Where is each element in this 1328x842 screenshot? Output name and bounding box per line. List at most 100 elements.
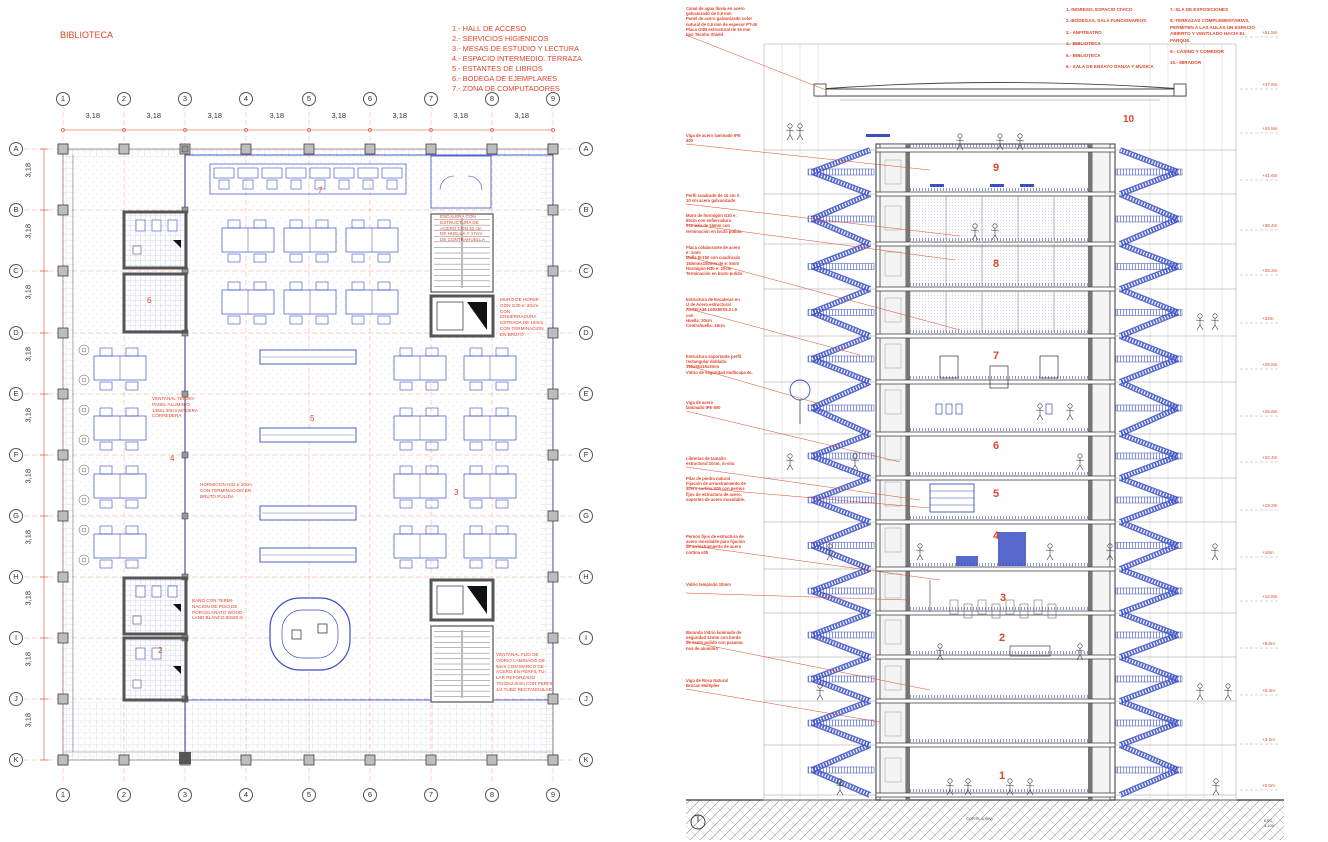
stair-flight	[810, 742, 872, 773]
stair-treads	[1119, 699, 1179, 725]
structural-column	[57, 449, 69, 461]
stair-treads	[1119, 242, 1179, 269]
section-legend-item: 1.-INGRESO, ESPACIO CIVICO	[1066, 7, 1133, 12]
human-figure-body	[825, 548, 835, 561]
door-swing	[439, 175, 455, 191]
stair-treads	[1119, 633, 1179, 659]
human-figure	[997, 133, 1003, 139]
shaft-door	[884, 527, 902, 553]
sculpture	[945, 403, 953, 415]
axis-bubble-row: B	[579, 203, 593, 217]
shaft-door	[884, 711, 902, 737]
chair	[351, 219, 365, 229]
chair	[425, 525, 439, 535]
section-note: Baranda Vidrio laminado de seguridad 12m…	[686, 630, 744, 651]
structural-column	[57, 632, 69, 644]
amphitheater-seat	[977, 599, 987, 615]
level-label: +19.2m	[1262, 503, 1278, 508]
leader-line	[685, 592, 909, 601]
chair	[290, 179, 302, 190]
stair-flight	[810, 405, 872, 437]
lounge-seating-inner	[281, 609, 339, 659]
chair	[495, 465, 509, 475]
plant-icon-core	[81, 497, 87, 503]
floor-number-label: 4	[993, 530, 1000, 542]
stair-landing	[807, 215, 875, 223]
floor-slab	[875, 431, 1116, 437]
stair-treads	[1119, 498, 1179, 524]
level-label: +22.4m	[1262, 455, 1278, 460]
amphitheater-seat	[1047, 603, 1057, 619]
structural-column	[486, 754, 498, 766]
level-label: +44.8m	[1262, 126, 1278, 131]
chair	[495, 525, 509, 535]
chair	[227, 315, 241, 325]
perforated-panel	[910, 244, 1088, 286]
level-label: +51.5m	[1262, 30, 1278, 35]
stair-flight	[1118, 742, 1180, 773]
note-ventanal-fijo: VENTANAL FIJO DE VIDRIO LAMINADO DE 6mm …	[496, 652, 554, 692]
section-note: Viga de acero laminado IPE 600	[686, 400, 721, 411]
chair	[351, 315, 365, 325]
plant-icon-core	[81, 377, 87, 383]
stair-treads	[811, 721, 871, 747]
shaft-door	[884, 251, 902, 277]
stair-treads	[1119, 264, 1179, 291]
dimension-tick	[244, 128, 248, 132]
perforated-panel	[910, 196, 1088, 240]
plant-icon	[78, 434, 90, 446]
human-figure	[1037, 403, 1043, 409]
plant-icon	[78, 404, 90, 416]
structural-column	[547, 693, 559, 705]
chair	[289, 315, 303, 325]
axis-bubble-row: K	[579, 753, 593, 767]
structural-column	[118, 754, 130, 766]
computer-desk	[261, 167, 283, 179]
level-label: +12.8m	[1262, 594, 1278, 599]
shaft-door	[884, 389, 902, 415]
perforated-panel	[910, 291, 1088, 332]
human-figure-body	[1195, 688, 1205, 701]
human-figure	[1212, 543, 1218, 549]
axis-bubble-row: D	[579, 326, 593, 340]
section-legend-item: 8.-TERRAZAS COMPLEMENTARIAS, PERMITEN A …	[1170, 18, 1255, 43]
human-figure	[1197, 683, 1203, 689]
computer-desk	[357, 167, 379, 179]
computer-desk	[381, 167, 403, 179]
plan-legend-item: 6.- BODEGA DE EJEMPLARES	[452, 74, 558, 83]
structural-column	[240, 143, 252, 155]
leader-line	[685, 143, 931, 171]
chair	[315, 315, 329, 325]
leader-line	[685, 640, 931, 691]
stair-flight	[810, 216, 872, 247]
axis-bubble-row: E	[9, 387, 23, 401]
stair-treads	[1119, 567, 1179, 593]
chair	[242, 179, 254, 190]
dimension-tick	[429, 128, 433, 132]
dimension-tick	[61, 128, 65, 132]
sculpture	[935, 403, 943, 415]
structural-column	[547, 571, 559, 583]
structural-column	[364, 754, 376, 766]
stair-landing	[807, 309, 875, 316]
floor-number-label: 7	[993, 350, 1000, 362]
level-label: +41.6m	[1262, 173, 1278, 178]
cafe-table	[1020, 184, 1034, 187]
human-figure-body	[955, 138, 965, 151]
art-frame	[939, 355, 959, 379]
toilet-fixture	[151, 647, 162, 660]
amphitheater-seat	[949, 599, 959, 615]
chair	[125, 465, 139, 475]
floor-number-label: 2	[999, 632, 1006, 644]
section-note: Pilar de piedra natural Fijación de arri…	[686, 476, 746, 502]
chair	[227, 219, 241, 229]
stair-landing	[1115, 215, 1183, 223]
note-escalera: ESCALERA CON ESTRUCTURA DE ACERO CON 32 …	[440, 214, 485, 243]
stair-flight	[810, 191, 872, 222]
stair-landing	[1115, 496, 1183, 504]
chair	[227, 253, 241, 263]
glass-railing	[910, 607, 1088, 610]
chair	[469, 441, 483, 451]
human-figure-body	[1105, 548, 1115, 561]
level-label: +0.0m	[1262, 783, 1275, 788]
